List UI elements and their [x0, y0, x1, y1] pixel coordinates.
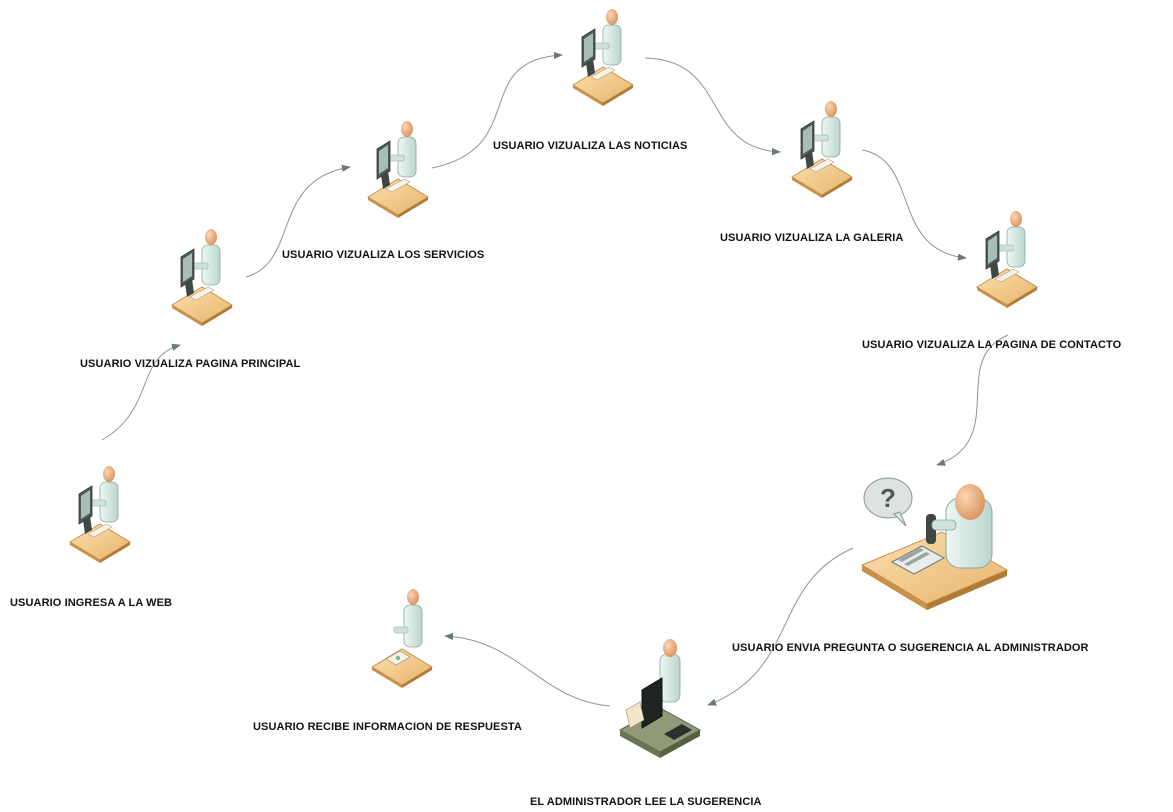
label-recibe: USUARIO RECIBE INFORMACION DE RESPUESTA	[253, 721, 522, 733]
arrow-galeria-to-contacto	[861, 149, 967, 261]
user-on-phone-icon: ?	[860, 477, 1009, 610]
administrator-workstation-icon	[618, 639, 702, 758]
question-mark-symbol: ?	[880, 483, 896, 513]
label-contacto: USUARIO VIZUALIZA LA PAGINA DE CONTACTO	[862, 339, 1122, 351]
arrow-envia-to-admin	[707, 547, 854, 706]
arrow-admin-to-recibe	[444, 632, 611, 707]
arrow-ingresa-to-principal	[101, 343, 181, 441]
user-at-computer-icon	[69, 465, 131, 564]
label-galeria: USUARIO VIZUALIZA LA GALERIA	[720, 232, 904, 244]
label-envia: USUARIO ENVIA PREGUNTA O SUGERENCIA AL A…	[732, 642, 1089, 654]
arrow-noticias-to-galeria	[644, 57, 781, 156]
user-reading-document-icon	[371, 589, 433, 688]
user-at-computer-icon	[976, 210, 1038, 309]
user-at-computer-icon	[791, 100, 853, 199]
arrow-servicios-to-noticias	[431, 51, 563, 169]
label-servicios: USUARIO VIZUALIZA LOS SERVICIOS	[282, 249, 485, 261]
label-admin: EL ADMINISTRADOR LEE LA SUGERENCIA	[530, 796, 762, 808]
label-principal: USUARIO VIZUALIZA PAGINA PRINCIPAL	[80, 358, 301, 370]
user-at-computer-icon	[367, 120, 429, 219]
arrow-contacto-to-envia	[936, 334, 1009, 466]
flow-arrows	[101, 51, 1009, 707]
user-at-computer-icon	[171, 228, 233, 327]
arrow-principal-to-servicios	[245, 164, 351, 278]
label-ingresa: USUARIO INGRESA A LA WEB	[10, 597, 173, 609]
label-noticias: USUARIO VIZUALIZA LAS NOTICIAS	[493, 140, 688, 152]
user-at-computer-icon	[572, 8, 634, 107]
